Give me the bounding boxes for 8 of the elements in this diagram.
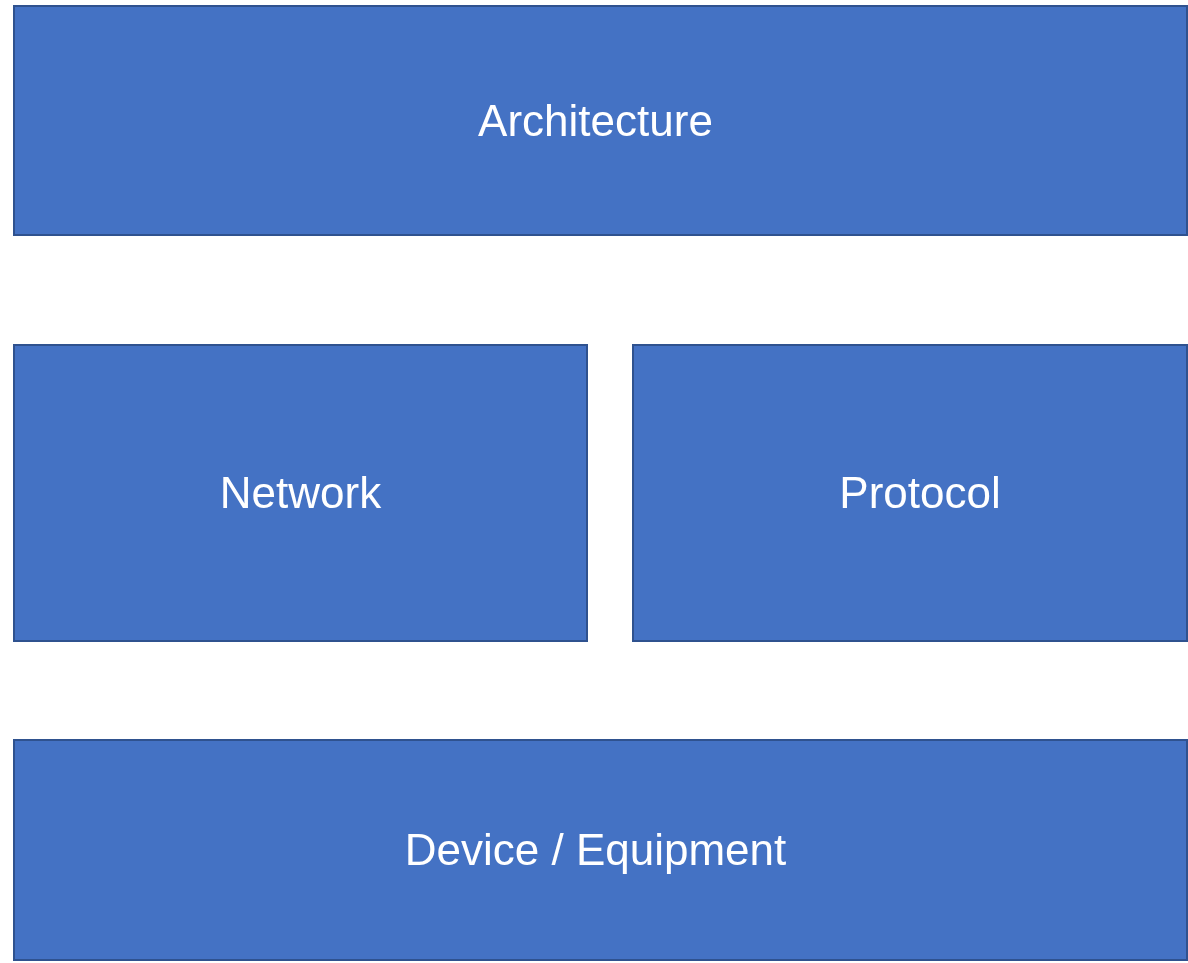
layer-box [632,344,1188,642]
layer-box [13,739,1188,961]
layer-label: Architecture [478,95,713,146]
layer-label: Device / Equipment [404,825,787,875]
layer-label: Network [219,468,382,518]
layer-box [13,344,588,642]
layer-box [13,5,1188,236]
layer-label: Protocol [839,468,1001,518]
